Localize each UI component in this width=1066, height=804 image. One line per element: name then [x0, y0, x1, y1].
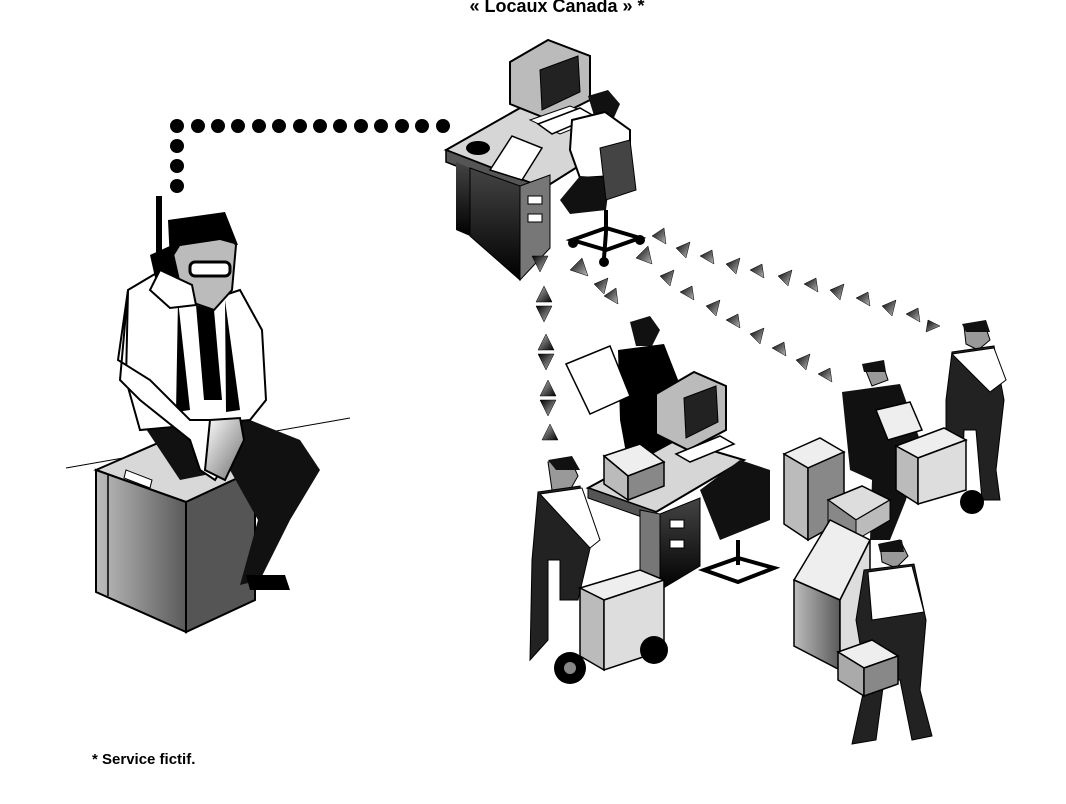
phone-connection-dots — [170, 119, 450, 193]
middle-desk-scene — [564, 316, 781, 601]
man-on-phone — [65, 196, 351, 634]
mover-toolbox — [792, 519, 933, 745]
dispatch-arrows — [531, 227, 941, 441]
page-title: « Locaux Canada » * — [469, 0, 645, 16]
footnote: * Service fictif. — [92, 751, 196, 768]
mover-left-dolly — [529, 456, 668, 684]
reception-desk-scene — [443, 38, 647, 282]
mover-right-dolly — [894, 320, 1007, 514]
